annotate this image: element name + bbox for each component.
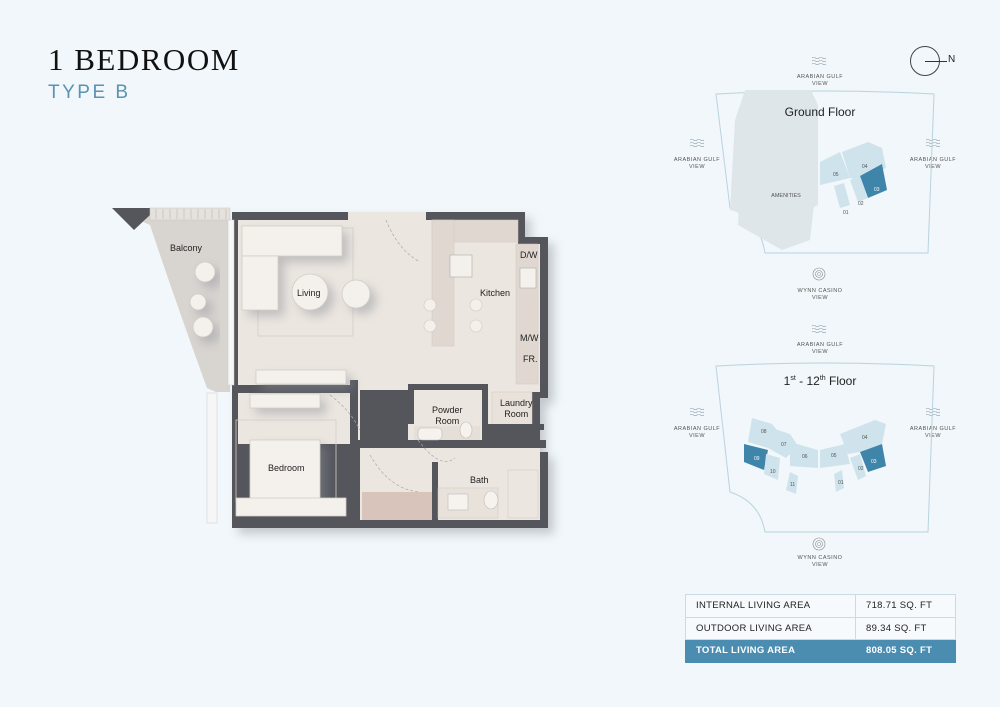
table-row-total: TOTAL LIVING AREA 808.05 SQ. FT bbox=[685, 639, 956, 663]
casino-emblem-icon bbox=[812, 267, 826, 281]
sea-waves-icon bbox=[690, 407, 704, 417]
sea-waves-icon bbox=[926, 407, 940, 417]
room-label-laundry-room: Laundry Room bbox=[500, 398, 533, 419]
unit-03-highlighted bbox=[860, 444, 886, 472]
area-value: 89.34 SQ. FT bbox=[855, 616, 956, 640]
typical-floor-site-plan: 01 02 03 04 05 06 07 08 09 10 11 bbox=[715, 362, 935, 533]
view-label-right: ARABIAN GULF VIEW bbox=[909, 157, 957, 170]
area-value: 718.71 SQ. FT bbox=[855, 594, 956, 618]
sea-waves-icon bbox=[812, 56, 826, 66]
svg-text:02: 02 bbox=[858, 466, 864, 472]
area-label: INTERNAL LIVING AREA bbox=[685, 594, 856, 618]
ground-floor-site-plan: AMENITIES 01 02 03 04 05 bbox=[715, 90, 935, 254]
view-label-bottom: WYNN CASINO VIEW bbox=[797, 555, 843, 568]
svg-text:08: 08 bbox=[761, 429, 767, 435]
unit-01 bbox=[834, 183, 850, 208]
view-label-bottom: WYNN CASINO VIEW bbox=[797, 288, 843, 301]
svg-text:07: 07 bbox=[781, 442, 787, 448]
wardrobe bbox=[362, 492, 432, 520]
room-label-bath: Bath bbox=[470, 475, 489, 485]
balcony-area bbox=[112, 208, 230, 392]
view-label-right: ARABIAN GULF VIEW bbox=[909, 426, 957, 439]
room-label-powder-room: Powder Room bbox=[432, 405, 463, 426]
room-label-bedroom: Bedroom bbox=[268, 463, 305, 473]
sea-waves-icon bbox=[690, 138, 704, 148]
area-label: OUTDOOR LIVING AREA bbox=[685, 616, 856, 640]
view-label-top: ARABIAN GULF VIEW bbox=[796, 74, 844, 87]
north-compass: N bbox=[908, 45, 958, 77]
svg-text:10: 10 bbox=[770, 469, 776, 475]
table-row: INTERNAL LIVING AREA 718.71 SQ. FT bbox=[685, 594, 956, 618]
svg-text:04: 04 bbox=[862, 435, 868, 441]
unit-03-highlighted bbox=[860, 164, 887, 198]
floor-title-ground: Ground Floor bbox=[784, 105, 856, 119]
room-label-kitchen: Kitchen bbox=[480, 288, 511, 298]
room-label-microwave: M/W bbox=[520, 333, 539, 343]
sea-waves-icon bbox=[812, 324, 826, 334]
floor-plan: Balcony Living Kitchen D/W M/W FR. Powde… bbox=[112, 207, 548, 528]
view-label-top: ARABIAN GULF VIEW bbox=[796, 342, 844, 355]
floor-title-typical: 1st - 12th Floor bbox=[783, 374, 857, 388]
svg-text:05: 05 bbox=[833, 172, 839, 178]
svg-text:03: 03 bbox=[871, 459, 877, 465]
floor-plan-drawing bbox=[112, 207, 548, 528]
unit-05 bbox=[820, 152, 850, 185]
unit-type-subtitle: TYPE B bbox=[48, 82, 131, 103]
area-table: INTERNAL LIVING AREA 718.71 SQ. FT OUTDO… bbox=[685, 594, 956, 663]
casino-emblem-icon bbox=[812, 537, 826, 551]
svg-text:06: 06 bbox=[802, 454, 808, 460]
area-label: TOTAL LIVING AREA bbox=[685, 639, 856, 663]
area-value: 808.05 SQ. FT bbox=[855, 639, 956, 663]
room-label-fridge: FR. bbox=[523, 354, 538, 364]
svg-text:01: 01 bbox=[843, 210, 849, 216]
amenities-label: AMENITIES bbox=[771, 193, 801, 199]
page-title: 1 BEDROOM bbox=[48, 42, 240, 77]
view-label-left: ARABIAN GULF VIEW bbox=[673, 426, 721, 439]
table-row: OUTDOOR LIVING AREA 89.34 SQ. FT bbox=[685, 616, 956, 640]
compass-north-label: N bbox=[948, 54, 956, 65]
room-label-living: Living bbox=[297, 288, 321, 298]
amenities-block bbox=[738, 145, 814, 250]
unit-09-highlighted bbox=[744, 444, 768, 470]
svg-text:11: 11 bbox=[790, 482, 795, 488]
svg-text:05: 05 bbox=[831, 453, 837, 459]
compass-needle-icon bbox=[925, 60, 947, 62]
svg-text:02: 02 bbox=[858, 201, 864, 207]
unit-02 bbox=[850, 176, 868, 202]
svg-text:04: 04 bbox=[862, 164, 868, 170]
room-label-balcony: Balcony bbox=[170, 243, 203, 253]
room-label-dishwasher: D/W bbox=[520, 250, 538, 260]
svg-text:09: 09 bbox=[754, 456, 760, 462]
svg-text:01: 01 bbox=[838, 480, 844, 486]
svg-text:03: 03 bbox=[874, 187, 880, 193]
view-label-left: ARABIAN GULF VIEW bbox=[673, 157, 721, 170]
sea-waves-icon bbox=[926, 138, 940, 148]
